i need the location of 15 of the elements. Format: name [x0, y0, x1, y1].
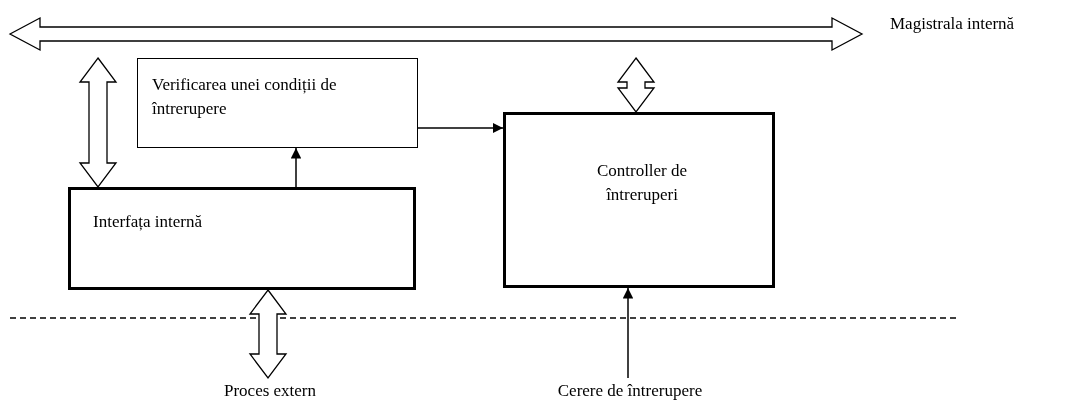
signal-label: Cerere de întrerupere [520, 378, 740, 404]
signal-label: Proces extern [195, 378, 345, 404]
arrow [417, 122, 504, 134]
bus-label: Magistrala internă [890, 13, 1015, 35]
block-box [503, 112, 775, 288]
arrow [622, 287, 634, 379]
block-box [68, 187, 416, 290]
arrow [290, 147, 302, 188]
double-arrow [616, 56, 656, 114]
double-arrow [248, 288, 288, 380]
double-arrow [78, 56, 118, 189]
block-label: Verificarea unei condiții de întrerupere [152, 74, 338, 120]
block-label: Interfața internă [93, 211, 203, 233]
block-box [137, 58, 418, 148]
block-label: Controller de întreruperi [595, 160, 689, 206]
